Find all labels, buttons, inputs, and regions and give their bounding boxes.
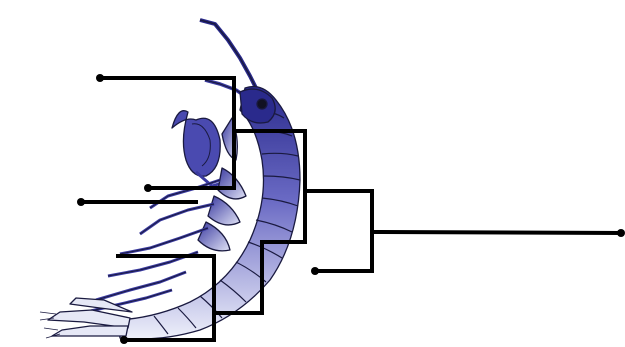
claw-icon — [171, 110, 221, 177]
leaf-node-dot — [77, 198, 85, 206]
leaf-node-dot — [144, 184, 152, 192]
uropods — [47, 297, 133, 337]
leaf-node-dot — [120, 336, 128, 344]
phylogenetic-tree — [79, 76, 624, 342]
tip-markers — [77, 74, 625, 344]
root-node-dot — [617, 229, 625, 237]
amphipod-illustration-icon — [39, 18, 301, 340]
leaf-node-dot — [311, 267, 319, 275]
root-branch — [369, 229, 624, 236]
leaf-node-dot — [96, 74, 104, 82]
eye-icon — [256, 98, 268, 110]
